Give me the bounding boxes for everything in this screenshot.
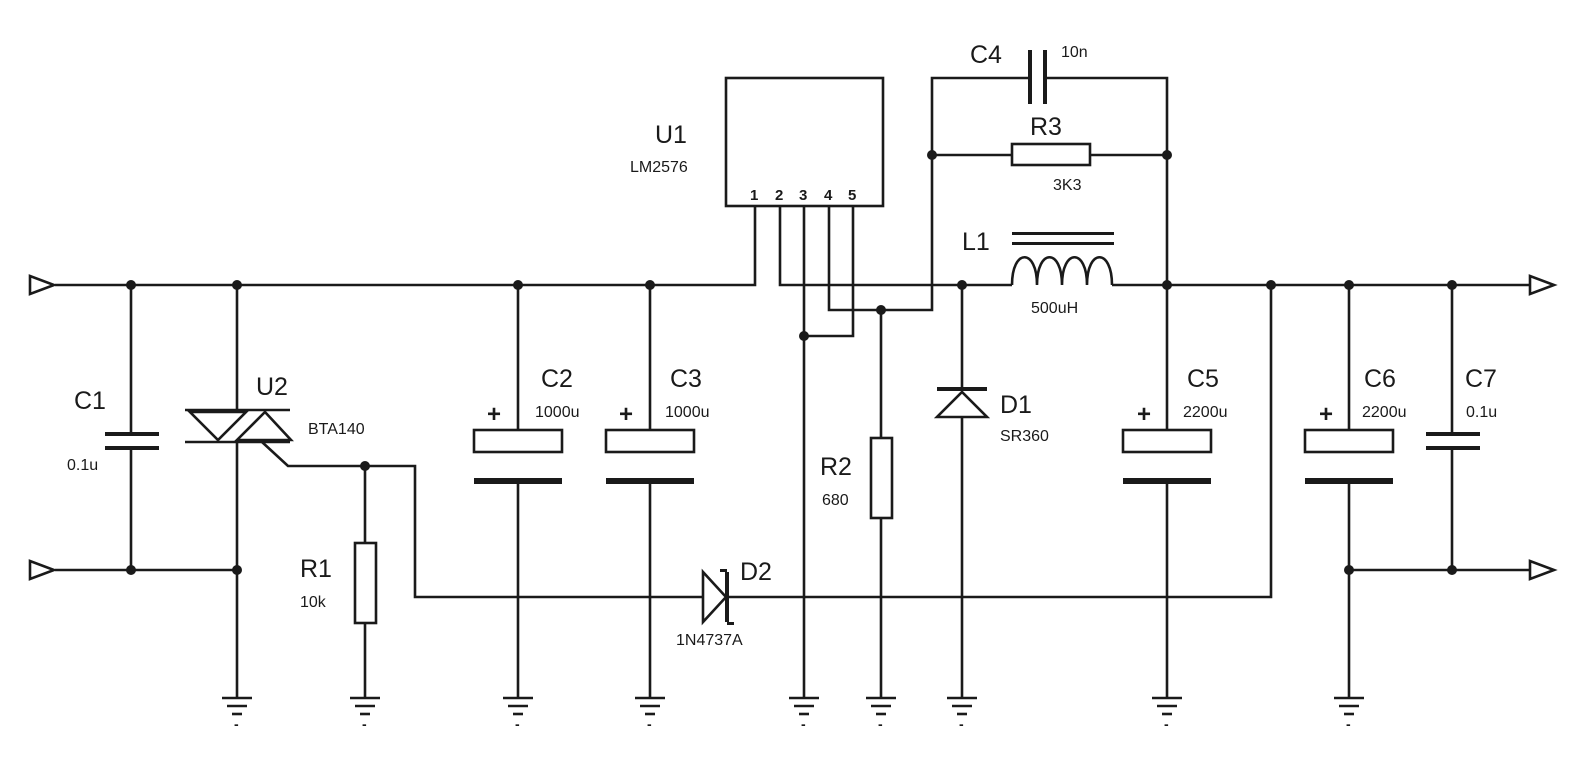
r2-resistor: R2 680 — [820, 436, 894, 520]
c7-ref: C7 — [1465, 365, 1497, 393]
ground-minus-mark: - — [878, 716, 883, 732]
ground-symbol: - — [350, 696, 380, 732]
c2-ref: C2 — [541, 365, 573, 393]
u1-body — [724, 76, 885, 208]
c6-plus: + — [1319, 401, 1333, 428]
ground-symbol: - — [947, 696, 977, 732]
ground-minus-mark: - — [959, 716, 964, 732]
u1-pin-2: 2 — [775, 187, 783, 204]
ground-minus-mark: - — [515, 716, 520, 732]
c5-capacitor: + C5 2200u — [1121, 365, 1228, 484]
ground-symbol: - — [866, 696, 896, 732]
u1-value: LM2576 — [630, 159, 688, 176]
ground-minus-mark: - — [647, 716, 652, 732]
input-negative-terminal — [28, 559, 58, 581]
u1-pin-1: 1 — [750, 187, 758, 204]
c7-value: 0.1u — [1466, 404, 1497, 421]
u1-pin-4: 4 — [824, 187, 833, 204]
r1-resistor: R1 10k — [300, 541, 378, 625]
junctions — [126, 150, 1457, 575]
l1-inductor: L1 500uH — [962, 228, 1114, 317]
ground-symbol: - — [789, 696, 819, 732]
c3-ref: C3 — [670, 365, 702, 393]
ground-symbol: - — [1334, 696, 1364, 732]
c6-ref: C6 — [1364, 365, 1396, 393]
output-negative-terminal — [1528, 559, 1558, 581]
ground-minus-mark: - — [1346, 716, 1351, 732]
ground-symbols: --------- — [222, 696, 1364, 732]
r2-ref: R2 — [820, 453, 852, 481]
u2-triac: U2 BTA140 — [185, 373, 365, 444]
r3-value: 3K3 — [1053, 177, 1082, 194]
c7-capacitor: C7 0.1u — [1426, 365, 1497, 450]
r2-value: 680 — [822, 492, 849, 509]
ground-minus-mark: - — [1164, 716, 1169, 732]
c5-value: 2200u — [1183, 404, 1228, 421]
c6-capacitor: + C6 2200u — [1303, 365, 1407, 484]
wires — [55, 76, 1530, 698]
c6-value: 2200u — [1362, 404, 1407, 421]
r1-value: 10k — [300, 594, 327, 611]
output-positive-terminal — [1528, 274, 1558, 296]
c3-plus: + — [619, 401, 633, 428]
c4-value: 10n — [1061, 44, 1088, 61]
d2-zener-diode: D2 1N4737A — [676, 558, 772, 649]
c3-capacitor: + C3 1000u — [604, 365, 710, 484]
c2-capacitor: + C2 1000u — [472, 365, 580, 484]
u2-value: BTA140 — [308, 421, 365, 438]
c4-ref: C4 — [970, 41, 1002, 69]
c5-plus: + — [1137, 401, 1151, 428]
u1-pin5-ground — [804, 205, 855, 338]
r3-ref: R3 — [1030, 113, 1062, 141]
u1-ref: U1 — [655, 121, 687, 149]
c3-value: 1000u — [665, 404, 710, 421]
r3-resistor: R3 3K3 — [1010, 113, 1092, 194]
l1-ref: L1 — [962, 228, 990, 256]
c5-ref: C5 — [1187, 365, 1219, 393]
u1-regulator: 1 2 3 4 5 U1 LM2576 — [630, 76, 885, 208]
u2-ref: U2 — [256, 373, 288, 401]
c2-value: 1000u — [535, 404, 580, 421]
u1-pin-3: 3 — [799, 187, 807, 204]
input-positive-rail — [55, 205, 757, 287]
r1-ref: R1 — [300, 555, 332, 583]
ground-symbol: - — [222, 696, 252, 732]
ground-symbol: - — [1152, 696, 1182, 732]
c1-ref: C1 — [74, 387, 106, 415]
c4-capacitor: C4 10n — [970, 41, 1088, 104]
ground-minus-mark: - — [234, 716, 239, 732]
d1-ref: D1 — [1000, 391, 1032, 419]
terminals — [28, 274, 1558, 581]
input-positive-terminal — [28, 274, 58, 296]
ground-symbol: - — [635, 696, 665, 732]
d2-ref: D2 — [740, 558, 772, 586]
d2-value: 1N4737A — [676, 632, 743, 649]
ground-symbol: - — [503, 696, 533, 732]
feedback-net — [827, 76, 1030, 312]
c2-plus: + — [487, 401, 501, 428]
d1-diode: D1 SR360 — [933, 387, 1049, 445]
c1-capacitor: C1 0.1u — [67, 387, 159, 474]
l1-value: 500uH — [1031, 300, 1078, 317]
d1-value: SR360 — [1000, 428, 1049, 445]
u1-pin-5: 5 — [848, 187, 856, 204]
ground-minus-mark: - — [362, 716, 367, 732]
ground-minus-mark: - — [801, 716, 806, 732]
c1-value: 0.1u — [67, 457, 98, 474]
switch-output-net — [778, 205, 1012, 287]
